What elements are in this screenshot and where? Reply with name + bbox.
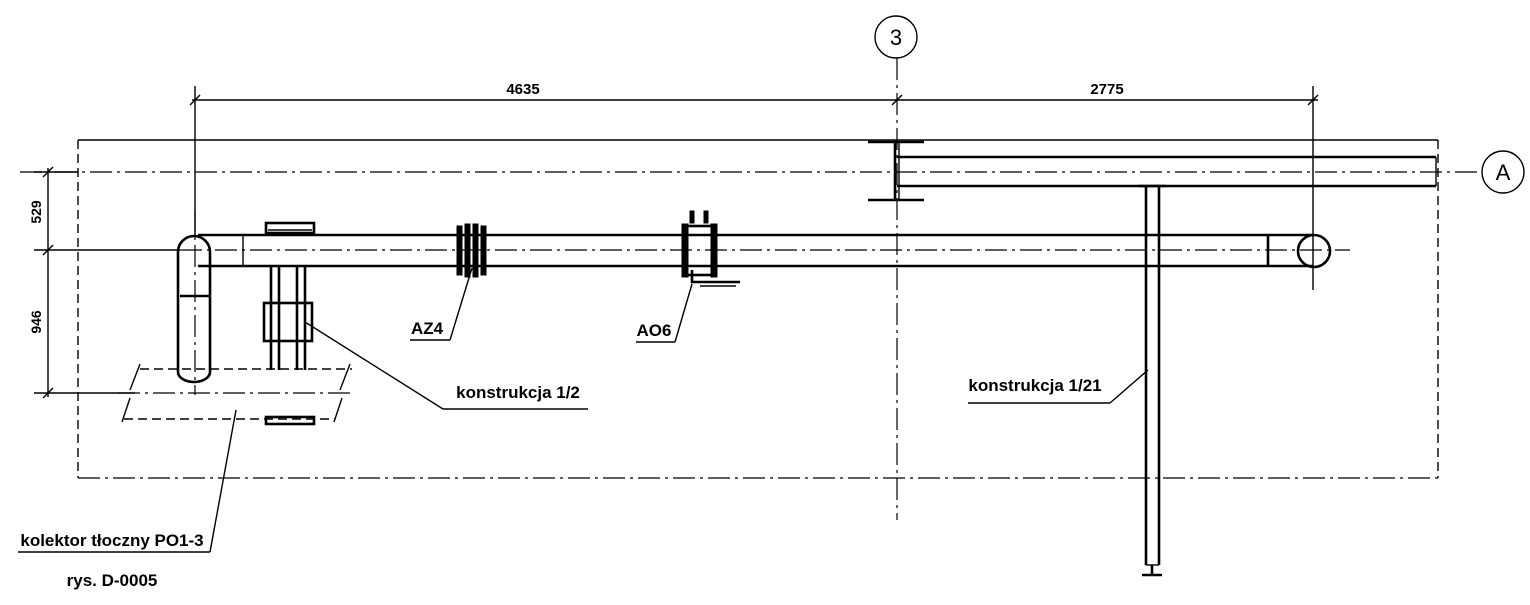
dimension-4635: 4635 — [506, 81, 539, 98]
label-collector: kolektor tłoczny PO1-3 — [20, 531, 203, 550]
axis-a-label: A — [1496, 160, 1511, 185]
valve-ao6: AO6 — [636, 210, 740, 343]
vertical-dimension: 529 946 — [28, 166, 180, 399]
elbow-riser — [176, 210, 212, 395]
axis-a: A — [20, 150, 1525, 194]
leader-structure-1-2: konstrukcja 1/2 — [304, 321, 588, 410]
label-ao6: AO6 — [637, 321, 672, 340]
label-structure-1-21: konstrukcja 1/21 — [968, 376, 1101, 395]
boundary-outline — [77, 139, 1439, 479]
axis-a-bubble — [1481, 150, 1525, 194]
upper-pipe — [868, 140, 1437, 202]
leader-structure-1-21: konstrukcja 1/21 — [968, 369, 1149, 404]
leader-collector: kolektor tłoczny PO1-3 rys. D-0005 — [18, 409, 237, 590]
support-structure-1-21 — [1138, 184, 1166, 577]
axis-3-label: 3 — [890, 25, 902, 50]
compensator-az4: AZ4 — [410, 223, 487, 341]
pipe-end-circle — [1296, 233, 1332, 269]
horizontal-dimension: 4635 2775 — [189, 81, 1319, 290]
collector-hidden-outline — [118, 363, 352, 423]
dimension-529: 529 — [28, 200, 44, 224]
support-structure-1-2 — [262, 221, 316, 426]
axis-3: 3 — [874, 15, 918, 520]
axis-3-bubble — [874, 15, 918, 59]
label-drawing-reference: rys. D-0005 — [67, 571, 158, 590]
label-az4: AZ4 — [411, 319, 444, 338]
main-pipe — [180, 233, 1350, 269]
label-structure-1-2: konstrukcja 1/2 — [456, 383, 580, 402]
dimension-2775: 2775 — [1090, 81, 1123, 98]
dimension-946: 946 — [28, 310, 44, 334]
